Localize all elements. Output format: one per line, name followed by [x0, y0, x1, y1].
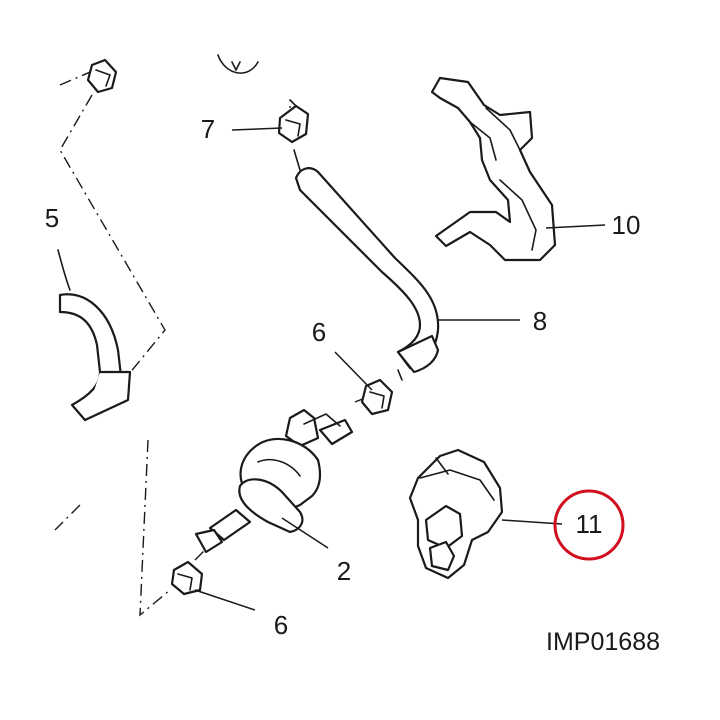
reference-code: IMP01688: [546, 628, 660, 656]
connector-part-11: [408, 448, 504, 580]
hose-part-5: [57, 249, 132, 422]
clamp-part-6-lower: [170, 560, 204, 596]
label-6-upper: 6: [312, 317, 326, 347]
bracket-part-10: [430, 76, 557, 262]
leader-10: [545, 224, 606, 229]
label-2: 2: [337, 556, 351, 586]
highlight-circle: [553, 489, 625, 561]
clip-top-left: [86, 58, 118, 94]
label-6-lower: 6: [274, 610, 288, 640]
partial-circle-ref: [217, 54, 259, 74]
label-8: 8: [533, 306, 547, 336]
leader-11: [501, 519, 563, 525]
clamp-part-7: [277, 99, 310, 144]
leader-6-upper: [334, 351, 373, 391]
leader-7: [231, 127, 283, 131]
leader-2: [281, 517, 329, 549]
label-11: 11: [576, 509, 603, 539]
valve-part-2: [194, 408, 354, 554]
label-10: 10: [612, 210, 641, 240]
label-5: 5: [45, 203, 59, 233]
hose-part-8: [293, 149, 440, 381]
leader-lines: [194, 127, 606, 611]
callout-labels: 5 7 10 8 6 2 6 11: [45, 114, 641, 640]
leader-6-lower: [194, 589, 256, 611]
label-7: 7: [201, 114, 215, 144]
